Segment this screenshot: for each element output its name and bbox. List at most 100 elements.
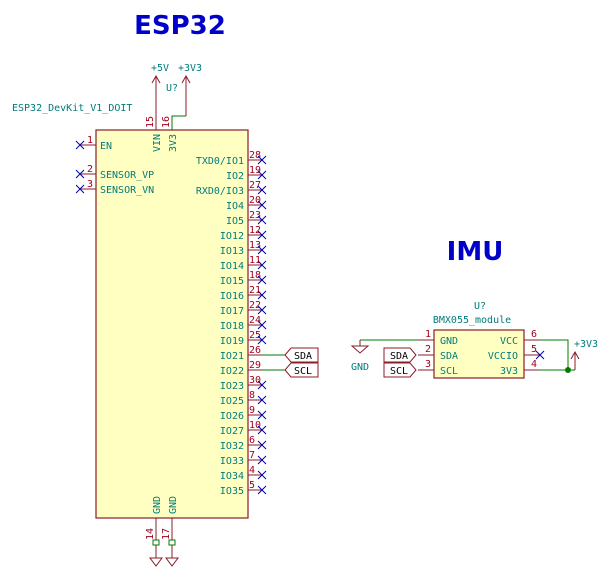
pin-name: SENSOR_VN: [100, 185, 154, 196]
pin-number: 27: [249, 180, 261, 191]
pin-number: 7: [249, 450, 255, 461]
pin-name: EN: [100, 141, 112, 152]
pin-name: GND: [152, 496, 163, 514]
imu-vcc-wire: [540, 339, 569, 371]
no-connect-icon: [257, 230, 267, 240]
no-connect-icon: [257, 470, 267, 480]
net-label-text: SDA: [390, 351, 408, 362]
no-connect-icon: [257, 290, 267, 300]
pin-number: 15: [145, 116, 156, 128]
vin-power-label: +5V: [151, 63, 169, 74]
imu-title: IMU: [447, 237, 504, 267]
pin-name: IO32: [220, 441, 244, 452]
pin-name: VCC: [500, 336, 518, 347]
pin-number: 30: [249, 375, 261, 386]
pin-number: 20: [249, 195, 261, 206]
net-label-text: SCL: [294, 366, 312, 377]
pin-name: IO16: [220, 291, 244, 302]
imu-body: [433, 329, 525, 379]
pin-name: IO17: [220, 306, 244, 317]
pin-number: 22: [249, 300, 261, 311]
pin-name: IO2: [226, 171, 244, 182]
pin-number: 21: [249, 285, 261, 296]
pin-number: 1: [87, 135, 93, 146]
pin-name: IO23: [220, 381, 244, 392]
no-connect-icon: [257, 275, 267, 285]
net-label-text: SCL: [390, 366, 408, 377]
pin-name: IO4: [226, 201, 244, 212]
no-connect-icon: [257, 395, 267, 405]
pin-name: IO19: [220, 336, 244, 347]
esp32-body: [95, 129, 249, 519]
pin-number: 16: [161, 116, 172, 128]
v3-power-label: +3V3: [178, 63, 202, 74]
pin-name: SENSOR_VP: [100, 170, 154, 181]
pin-number: 3: [425, 359, 431, 370]
no-connect-icon: [257, 170, 267, 180]
pin-name: RXD0/IO3: [196, 186, 244, 197]
pin-name: IO25: [220, 396, 244, 407]
esp32-left-pins: 1 EN 2 SENSOR_VP 3 SENSOR_VN: [75, 135, 154, 196]
no-connect-icon: [257, 215, 267, 225]
pwr-label: +3V3: [574, 339, 598, 350]
pin-number: 18: [249, 270, 261, 281]
vin-power-arrow: [151, 74, 161, 84]
no-connect-icon: [257, 440, 267, 450]
pin-number: 24: [249, 315, 261, 326]
pin-name: SDA: [440, 351, 458, 362]
pin-name: IO13: [220, 246, 244, 257]
pin-number: 5: [531, 344, 537, 355]
pin-name: IO33: [220, 456, 244, 467]
esp32-ref: U?: [166, 83, 178, 94]
no-connect-icon: [257, 305, 267, 315]
pin-name: IO15: [220, 276, 244, 287]
imu-value: BMX055_module: [433, 315, 511, 326]
net-label-sda: SDA: [284, 347, 319, 363]
pin-name: IO18: [220, 321, 244, 332]
pin-name: IO21: [220, 351, 244, 362]
no-connect-icon: [257, 485, 267, 495]
pin-number: 5: [249, 480, 255, 491]
pin-name: VIN: [152, 134, 163, 152]
no-connect-icon: [257, 380, 267, 390]
pin-name: 3V3: [168, 134, 179, 152]
pin-number: 19: [249, 165, 261, 176]
junction-icon: [565, 367, 571, 373]
pin-number: 14: [145, 528, 156, 540]
pin-number: 2: [87, 164, 93, 175]
pin-name: 3V3: [500, 366, 518, 377]
pin-number: 26: [249, 345, 261, 356]
no-connect-icon: [257, 320, 267, 330]
pin-number: 11: [249, 255, 261, 266]
net-label-scl: SCL: [383, 362, 417, 378]
ground-icon: [149, 557, 179, 567]
pin-number: 10: [249, 420, 261, 431]
pin-name: IO14: [220, 261, 244, 272]
pin-name: GND: [440, 336, 458, 347]
pin-number: 13: [249, 240, 261, 251]
pin-number: 4: [531, 359, 537, 370]
pin-number: 28: [249, 150, 261, 161]
pin-name: TXD0/IO1: [196, 156, 244, 167]
pin-name: IO35: [220, 486, 244, 497]
pin-name: IO34: [220, 471, 244, 482]
no-connect-icon: [257, 335, 267, 345]
pin-name: IO22: [220, 366, 244, 377]
no-connect-icon: [75, 140, 85, 194]
esp32-bottom-pins: GND GND 14 17: [145, 496, 179, 567]
pin-number: 2: [425, 344, 431, 355]
no-connect-icon: [257, 185, 267, 195]
esp32-right-pins: 28TXD0/IO119IO227RXD0/IO320IO423IO512IO1…: [196, 150, 267, 497]
pin-number: 12: [249, 225, 261, 236]
pin-number: 9: [249, 405, 255, 416]
pin-number: 29: [249, 360, 261, 371]
pin-number: 25: [249, 330, 261, 341]
net-label-scl: SCL: [284, 362, 319, 378]
esp32-top-pins: 15 VIN 16 3V3: [145, 116, 179, 152]
pin-name: GND: [168, 496, 179, 514]
pin-name: IO5: [226, 216, 244, 227]
pin-number: 6: [249, 435, 255, 446]
v3-power-arrow: [181, 74, 191, 84]
esp32-value: ESP32_DevKit_V1_DOIT: [12, 103, 132, 114]
